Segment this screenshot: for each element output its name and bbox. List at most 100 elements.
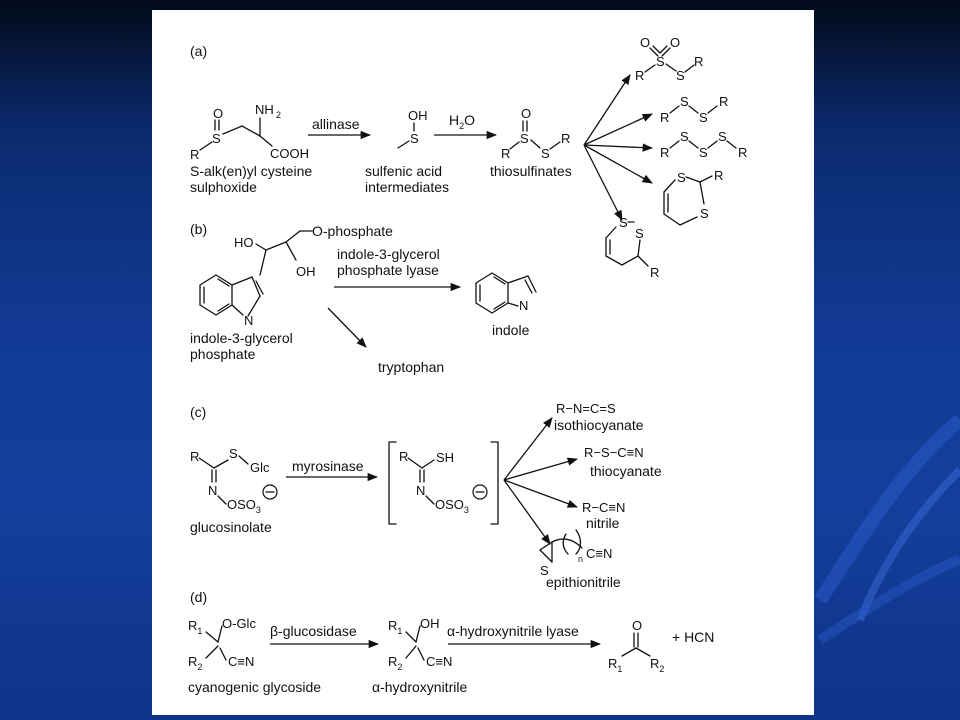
svg-text:N: N — [244, 313, 253, 328]
svg-text:S: S — [410, 131, 419, 146]
svg-text:R: R — [190, 147, 199, 162]
svg-text:R2: R2 — [188, 654, 202, 672]
panel-a: (a) O S R NH 2 COOH S-alk(en)yl cysteine… — [190, 35, 747, 280]
epithionitrile-structure: S n C≡N — [539, 529, 612, 578]
product-thiocyanate: thiocyanate — [590, 463, 662, 479]
svg-text:S: S — [700, 206, 709, 221]
svg-text:N: N — [208, 483, 217, 498]
svg-text:R: R — [714, 168, 723, 183]
svg-text:S: S — [541, 146, 550, 161]
disulfide-structure: R S S R — [660, 94, 728, 125]
svg-text:O: O — [670, 35, 680, 50]
thiosulfonate-structure: O O S R S R — [635, 35, 703, 83]
svg-text:SH: SH — [436, 450, 454, 465]
enzyme-b-line2: phosphate lyase — [337, 262, 439, 278]
byproduct-hcn: + HCN — [672, 629, 714, 645]
panel-b-label: (b) — [190, 221, 207, 237]
svg-text:C≡N: C≡N — [228, 654, 254, 669]
enzyme-hydroxynitrile-lyase: α-hydroxynitrile lyase — [447, 623, 579, 639]
substrate-a-line1: S-alk(en)yl cysteine — [190, 163, 312, 179]
svg-text:OH: OH — [408, 108, 428, 123]
svg-text:O-Glc: O-Glc — [222, 616, 256, 631]
substrate-b-line1: indole-3-glycerol — [190, 330, 293, 346]
svg-text:S: S — [212, 131, 221, 146]
intermediate-alpha-hydroxynitrile: α-hydroxynitrile — [372, 679, 467, 695]
svg-text:O: O — [632, 618, 642, 633]
thiohydroximate-intermediate: R SH N OSO3 — [388, 441, 499, 525]
substrate-b-line2: phosphate — [190, 346, 256, 362]
svg-text:R2: R2 — [388, 654, 402, 672]
panel-a-label: (a) — [190, 43, 207, 59]
svg-text:Glc: Glc — [250, 460, 270, 475]
svg-text:OSO3: OSO3 — [227, 497, 261, 515]
svg-text:R: R — [635, 68, 644, 83]
thiocyanate-formula: R−S−C≡N — [584, 445, 644, 460]
trisulfide-structure: R S S S R — [660, 129, 747, 160]
svg-text:S: S — [656, 54, 665, 69]
svg-text:R2: R2 — [650, 656, 664, 674]
svg-text:S: S — [520, 131, 529, 146]
product-indole: indole — [492, 322, 530, 338]
indole-3-glycerol-phosphate-structure: HO OH O-phosphate N — [199, 223, 393, 328]
panel-d-label: (d) — [190, 589, 207, 605]
svg-text:OH: OH — [420, 616, 440, 631]
svg-text:S: S — [677, 170, 686, 185]
svg-text:C≡N: C≡N — [586, 546, 612, 561]
product-isothiocyanate: isothiocyanate — [554, 417, 644, 433]
svg-text:S: S — [635, 226, 644, 241]
cyanogenic-glycoside-structure: R1 O-Glc R2 C≡N — [188, 616, 256, 672]
svg-text:S: S — [680, 94, 689, 109]
svg-text:S: S — [229, 446, 238, 461]
svg-text:HO: HO — [234, 235, 254, 250]
reaction-scheme: (a) O S R NH 2 COOH S-alk(en)yl cysteine… — [188, 35, 747, 695]
panel-d: (d) R1 O-Glc R2 C≡N cyanogenic glycoside… — [188, 589, 714, 695]
sulfenic-acid-structure: OH S — [397, 108, 428, 149]
svg-text:R: R — [660, 110, 669, 125]
glucosinolate-structure: R S Glc N OSO3 — [190, 446, 278, 515]
enzyme-b-line1: indole-3-glycerol — [337, 246, 440, 262]
dithiin-structure-2: S S R — [605, 215, 659, 280]
isothiocyanate-formula: R−N=C=S — [556, 401, 616, 416]
substrate-cyanogenic-glycoside: cyanogenic glycoside — [188, 679, 321, 695]
svg-text:R: R — [190, 449, 199, 464]
svg-text:R: R — [501, 146, 510, 161]
svg-text:O: O — [521, 106, 531, 121]
svg-text:NH: NH — [255, 102, 274, 117]
svg-text:S: S — [680, 129, 689, 144]
svg-text:R: R — [719, 94, 728, 109]
svg-text:OSO3: OSO3 — [435, 497, 469, 515]
svg-text:O: O — [213, 106, 223, 121]
svg-text:S: S — [676, 68, 685, 83]
svg-text:S: S — [619, 215, 628, 230]
panel-c-label: (c) — [190, 404, 206, 420]
thiosulfinate-structure: O S R S R — [501, 106, 570, 161]
panel-b: (b) HO OH O-phosphate N indole-3-glycero… — [190, 221, 537, 375]
figure-panel: (a) O S R NH 2 COOH S-alk(en)yl cysteine… — [152, 10, 814, 715]
svg-text:n: n — [578, 554, 583, 564]
svg-text:S: S — [718, 129, 727, 144]
reagent-water: H2O — [449, 112, 475, 131]
svg-text:S: S — [540, 563, 549, 578]
panel-c: (c) R S Glc N OSO3 glucosinolate myrosin… — [190, 401, 662, 590]
svg-text:R: R — [650, 265, 659, 280]
cysteine-sulphoxide-structure: O S R NH 2 COOH — [190, 102, 309, 162]
svg-text:R: R — [660, 145, 669, 160]
product-nitrile: nitrile — [586, 515, 620, 531]
intermediate-a-line2: intermediates — [365, 179, 449, 195]
product-thiosulfinates: thiosulfinates — [490, 163, 572, 179]
dithiin-structure: S S R — [663, 168, 723, 226]
svg-text:OH: OH — [296, 264, 316, 279]
enzyme-allinase: allinase — [312, 116, 360, 132]
side-product-tryptophan: tryptophan — [378, 359, 444, 375]
svg-text:R1: R1 — [388, 618, 402, 636]
svg-text:R: R — [561, 131, 570, 146]
nitrile-formula: R−C≡N — [582, 500, 625, 515]
enzyme-beta-glucosidase: β-glucosidase — [270, 623, 357, 639]
intermediate-a-line1: sulfenic acid — [365, 163, 442, 179]
substrate-a-line2: sulphoxide — [190, 179, 257, 195]
svg-text:S: S — [699, 145, 708, 160]
indole-structure: N — [475, 272, 537, 314]
substrate-glucosinolate: glucosinolate — [190, 519, 272, 535]
svg-text:O: O — [640, 35, 650, 50]
